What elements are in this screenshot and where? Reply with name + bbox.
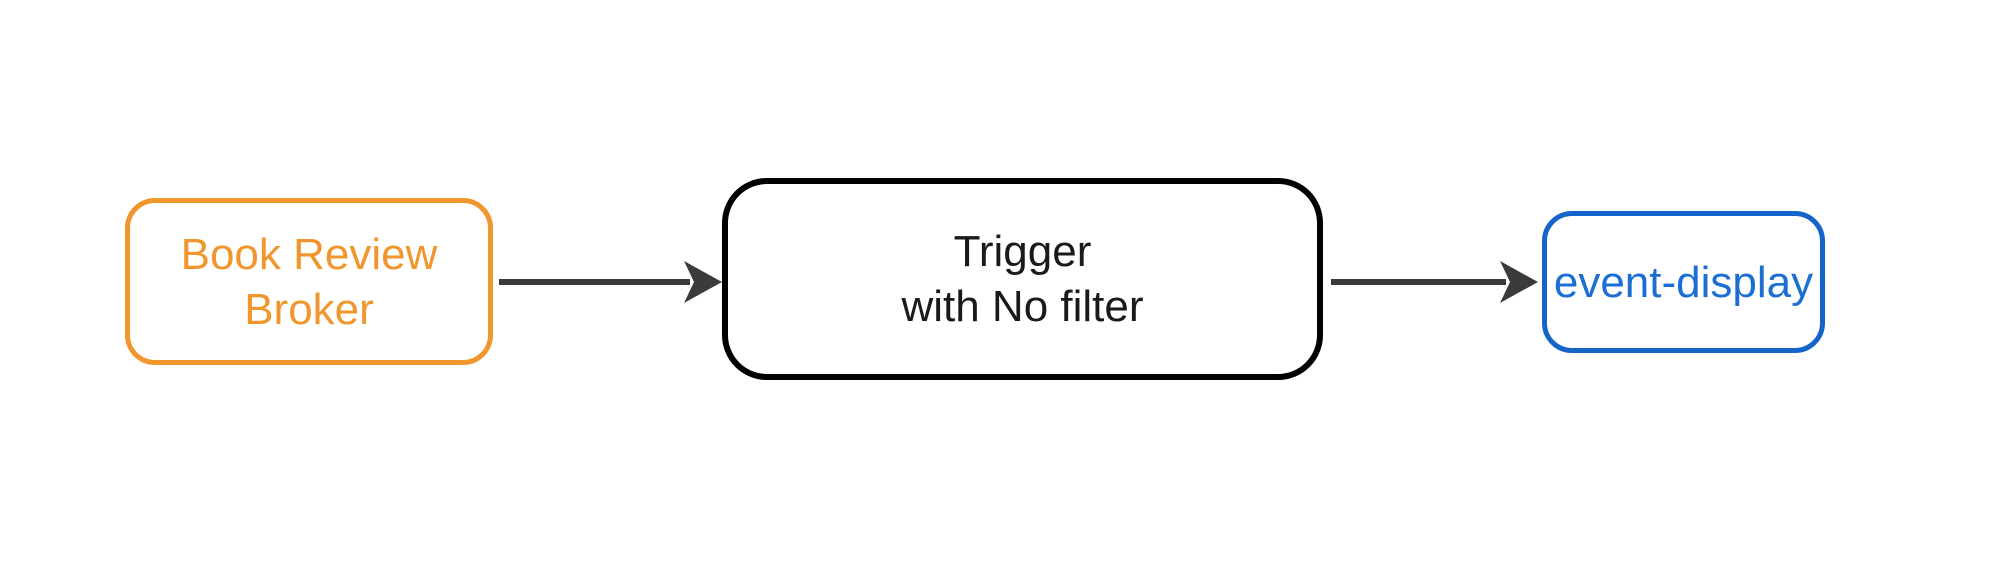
arrowhead-icon bbox=[1500, 261, 1538, 303]
node-book-review-broker: Book Review Broker bbox=[125, 198, 493, 365]
node-label: Book Review bbox=[180, 229, 438, 279]
node-label: with No filter bbox=[901, 282, 1144, 331]
arrowhead-icon bbox=[684, 261, 722, 303]
arrow-broker-to-trigger bbox=[499, 261, 722, 303]
node-trigger: Trigger with No filter bbox=[722, 178, 1323, 380]
node-label: Trigger bbox=[953, 227, 1092, 276]
arrow-trigger-to-event-display bbox=[1331, 261, 1538, 303]
node-label: Broker bbox=[244, 284, 374, 334]
node-event-display: event-display bbox=[1542, 211, 1825, 353]
node-label: event-display bbox=[1553, 257, 1814, 307]
